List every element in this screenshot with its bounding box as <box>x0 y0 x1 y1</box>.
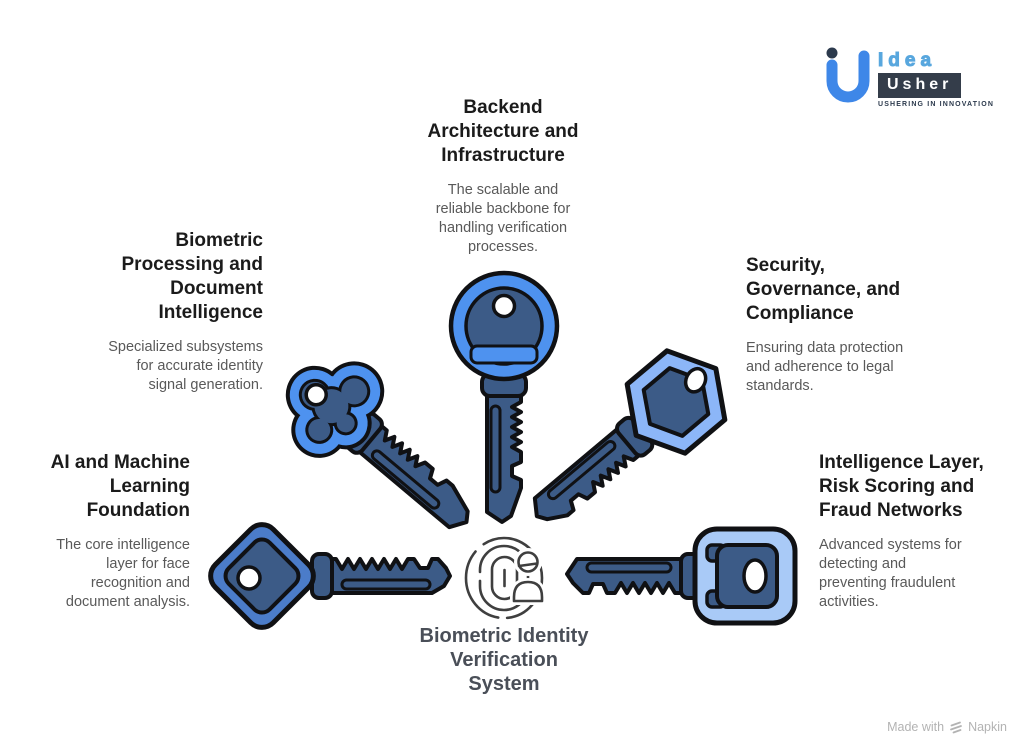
section-biometric-processing: Biometric Processing and Document Intell… <box>73 229 263 395</box>
watermark-prefix: Made with <box>887 720 945 734</box>
fingerprint-user-icon <box>464 536 546 620</box>
section-title: AI and Machine Learning Foundation <box>50 452 190 521</box>
ideausher-u-icon <box>826 47 870 103</box>
section-security: Security, Governance, and Compliance Ens… <box>746 254 946 396</box>
section-title: Backend Architecture and Infrastructure <box>427 97 579 166</box>
logo-tagline: USHERING IN INNOVATION <box>878 101 995 108</box>
logo-brand-top: Idea <box>877 50 937 71</box>
section-intelligence: Intelligence Layer, Risk Scoring and Fra… <box>819 451 1019 612</box>
watermark-made-with-napkin: Made with Napkin <box>887 720 1007 734</box>
key-icon-biometric-processing <box>285 361 470 530</box>
section-description: The scalable and reliable backbone for h… <box>435 182 571 255</box>
logo-ideausher: Idea Usher USHERING IN INNOVATION <box>824 46 994 108</box>
watermark-brand: Napkin <box>968 720 1007 734</box>
napkin-logo-icon <box>950 721 962 733</box>
section-description: Ensuring data protection and adherence t… <box>746 340 904 394</box>
key-icon-intelligence <box>565 526 798 626</box>
center-title-block: Biometric Identity Verification System <box>392 624 616 696</box>
section-title: Biometric Processing and Document Intell… <box>121 230 264 323</box>
section-backend: Backend Architecture and Infrastructure … <box>393 96 613 257</box>
section-title: Security, Governance, and Compliance <box>746 255 901 324</box>
center-title: Biometric Identity Verification System <box>419 625 589 695</box>
key-icon-backend <box>448 270 560 524</box>
section-description: Specialized subsystems for accurate iden… <box>108 339 263 393</box>
section-description: Advanced systems for detecting and preve… <box>819 537 962 610</box>
key-icon-ai-ml <box>208 522 452 630</box>
section-ai-ml: AI and Machine Learning Foundation The c… <box>20 451 190 612</box>
logo-brand-bottom: Usher <box>878 73 962 98</box>
key-icon-security <box>532 348 728 522</box>
section-description: The core intelligence layer for face rec… <box>56 537 190 610</box>
section-title: Intelligence Layer, Risk Scoring and Fra… <box>819 452 984 521</box>
